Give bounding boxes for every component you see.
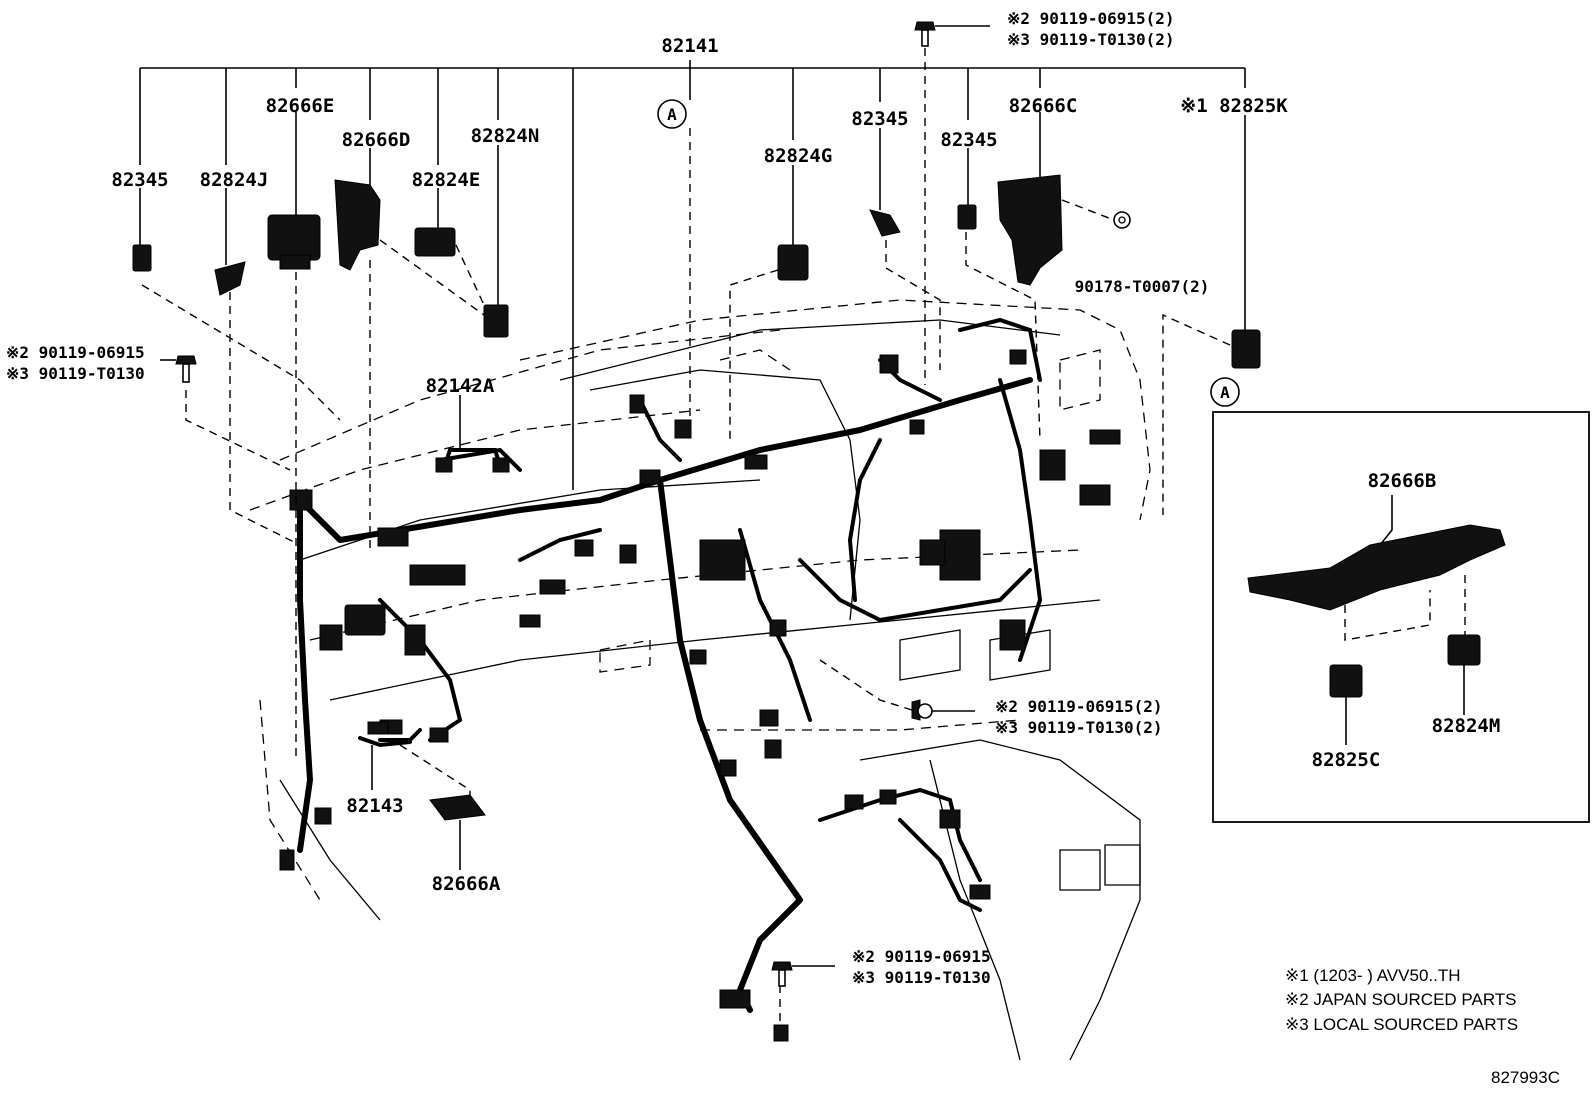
label-82345-mid: 82345 (851, 108, 908, 130)
label-82824M: 82824M (1432, 715, 1501, 737)
footnotes: ※1 (1203- ) AVV50..TH ※2 JAPAN SOURCED P… (1285, 966, 1560, 1087)
label-82825K: ※1 82825K (1180, 95, 1288, 117)
label-82824E: 82824E (412, 169, 481, 191)
label-82825C: 82825C (1312, 749, 1381, 771)
label-82143: 82143 (346, 795, 403, 817)
label-82824J: 82824J (200, 169, 269, 191)
figure-code: 827993C (1491, 1068, 1560, 1087)
top-parts (132, 174, 1261, 369)
label-82666C: 82666C (1009, 95, 1078, 117)
label-82666A: 82666A (432, 873, 501, 895)
label-90178-T0007: 90178-T0007(2) (1075, 277, 1210, 296)
bolt-top-line1: ※2 90119-06915(2) (1007, 9, 1175, 28)
bolt-top-line2: ※3 90119-T0130(2) (1007, 30, 1175, 49)
bolt-labels: ※2 90119-06915(2) ※3 90119-T0130(2) ※2 9… (6, 9, 1175, 987)
sub-harness-parts (358, 395, 510, 870)
bolt-bottom-line1: ※2 90119-06915 (852, 947, 991, 966)
detail-box-a-label: A (1220, 383, 1230, 402)
label-82142A: 82142A (426, 375, 495, 397)
part-labels: 82141 82345 82824J 82666E 82666D 82824E … (111, 35, 1288, 895)
label-82824N: 82824N (471, 125, 540, 147)
reference-a-label: A (667, 105, 677, 124)
bolt-left-line2: ※3 90119-T0130 (6, 364, 145, 383)
label-82345-right: 82345 (940, 129, 997, 151)
dashboard-outline (249, 299, 1151, 1061)
label-82141: 82141 (661, 35, 718, 57)
label-82345-left: 82345 (111, 169, 168, 191)
label-82666E: 82666E (266, 95, 335, 117)
main-wire-harness (297, 317, 1043, 1013)
bolt-left-line1: ※2 90119-06915 (6, 343, 145, 362)
label-82666B: 82666B (1368, 470, 1437, 492)
main-harness-bracket (139, 60, 1246, 490)
note-1: ※1 (1203- ) AVV50..TH (1285, 966, 1461, 985)
harness-connectors (279, 349, 1121, 1009)
bolt-icons (160, 21, 990, 1042)
detail-box-a: A 82666B 82825C 82824M (1210, 377, 1590, 823)
reference-a-marker: A (657, 99, 687, 129)
label-82666D: 82666D (342, 129, 411, 151)
note-3: ※3 LOCAL SOURCED PARTS (1285, 1015, 1518, 1034)
bolt-mid-line1: ※2 90119-06915(2) (995, 697, 1163, 716)
note-2: ※2 JAPAN SOURCED PARTS (1285, 990, 1517, 1009)
bolt-mid-line2: ※3 90119-T0130(2) (995, 718, 1163, 737)
bolt-bottom-line2: ※3 90119-T0130 (852, 968, 991, 987)
installation-dashed-lines (141, 48, 1231, 1025)
label-82824G: 82824G (764, 145, 833, 167)
